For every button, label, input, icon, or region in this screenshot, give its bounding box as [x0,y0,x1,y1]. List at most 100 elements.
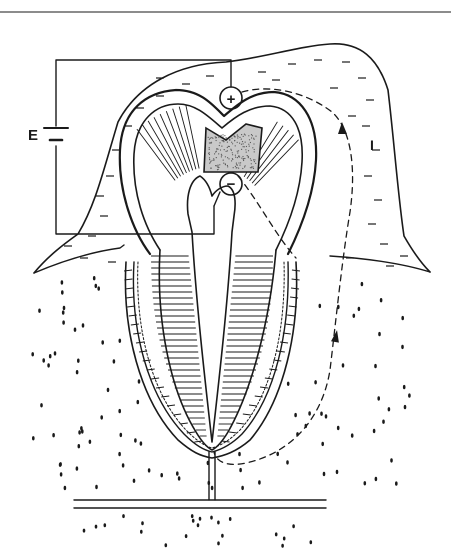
filling-grain [229,139,230,140]
ligament-fiber [273,360,281,361]
filling-grain [251,160,252,161]
bone-dot [104,523,107,527]
filling-grain [244,158,245,159]
filling-grain [243,136,244,137]
filling-grain [216,157,217,158]
current-arrow-lower [331,329,341,342]
bone-dot [286,460,289,464]
filling-grain [232,154,233,155]
ligament-fiber [280,342,288,343]
filling-grain [227,147,228,148]
filling-grain [238,150,239,151]
bone-dot [38,309,41,313]
bone-dot [148,468,151,472]
ligament-fiber [156,387,164,388]
bone-dot [377,396,380,400]
bone-dot [320,412,323,416]
bone-dot [283,537,286,541]
ligament-fiber [151,378,159,379]
filling-grain [244,146,245,147]
filling-grain [241,158,242,159]
filling-grain [246,152,247,153]
filling-grain [215,165,216,166]
bone-dot [59,463,62,467]
ligament-fiber [249,405,257,406]
filling-grain [239,165,240,166]
ligament-fiber [260,387,268,388]
filling-grain [210,161,211,162]
bone-dot [107,388,110,392]
bone-dot [76,370,79,374]
bone-dot [165,543,168,547]
filling-grain [248,156,249,157]
periodontal-ligament [124,262,300,458]
filling-grain [252,135,253,136]
filling-grain [209,159,210,160]
bone-dot [89,440,92,444]
dental-filling [204,124,262,172]
bone-dot [62,320,65,324]
filling-grain [251,166,252,167]
filling-grain [243,143,244,144]
filling-grain [248,150,249,151]
filling-grain [235,166,236,167]
ligament-fiber [133,333,141,334]
bone-dot [287,382,290,386]
filling-grain [223,160,224,161]
ligament-fiber [229,432,237,433]
bone-dot [276,452,279,456]
current-label: I [370,137,374,153]
filling-grain [245,165,246,166]
filling-grain [239,143,240,144]
filling-grain [217,149,218,150]
filling-grain [250,167,251,168]
filling-grain [252,147,253,148]
filling-grain [209,154,210,155]
ligament-fiber [277,351,285,352]
filling-grain [237,152,238,153]
tubule [154,117,184,174]
filling-grain [230,149,231,150]
bone-dot [395,481,398,485]
filling-grain [236,167,237,168]
filling-grain [241,149,242,150]
bone-dot [95,485,98,489]
bone-dot [241,486,244,490]
filling-grain [209,142,210,143]
filling-grain [216,151,217,152]
bone-dot [378,332,381,336]
filling-grain [217,167,218,168]
filling-grain [242,168,243,169]
cathode-sign: − [227,176,236,193]
bone-dot [314,380,317,384]
filling-grain [232,158,233,159]
filling-grain [227,157,228,158]
bone-dot [353,314,356,318]
filling-grain [233,167,234,168]
tubule [137,129,175,180]
filling-grain [243,146,244,147]
filling-grain [241,139,242,140]
filling-grain [250,142,251,143]
bone-dot [74,328,77,332]
filling-grain [237,137,238,138]
filling-grain [221,135,222,136]
bone-dot [191,514,194,518]
filling-grain [253,168,254,169]
bone-dot [374,364,377,368]
bone-dot [388,407,391,411]
filling-grain [232,152,233,153]
battery-symbol: E [28,127,68,144]
bone-dot [319,304,322,308]
bone-dot [118,452,121,456]
filling-grain [253,159,254,160]
filling-grain [213,158,214,159]
bone-dot [292,524,295,528]
filling-grain [235,155,236,156]
filling-grain [227,165,228,166]
filling-grain [242,141,243,142]
bone-dot [382,420,385,424]
filling-grain [254,159,255,160]
filling-grain [209,149,210,150]
bone-dot [80,426,83,430]
